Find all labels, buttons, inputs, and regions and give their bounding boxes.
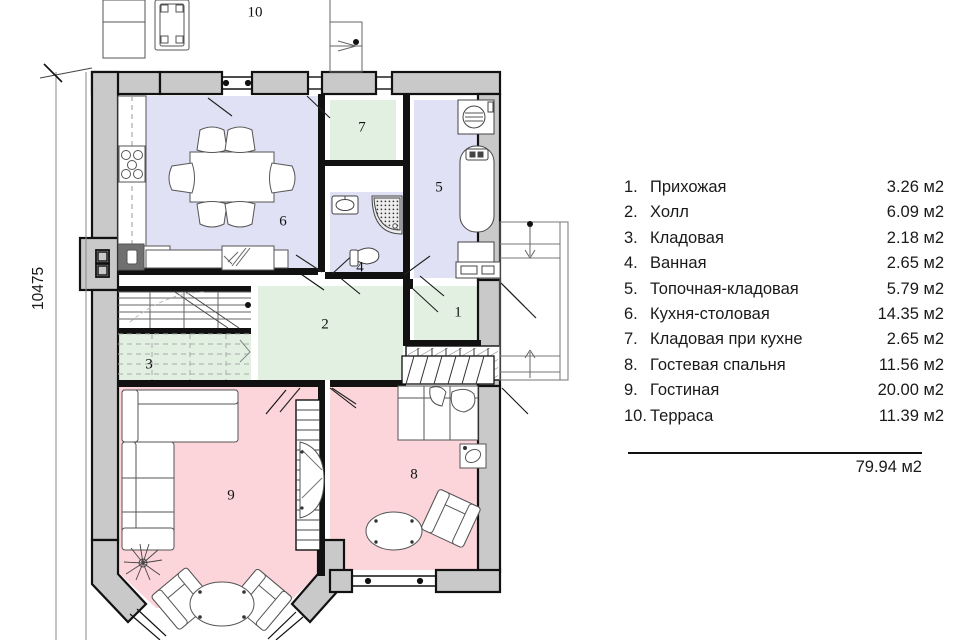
legend-room-name: Кладовая xyxy=(650,228,724,247)
legend-row: 8. Гостевая спальня 11.56 м2 xyxy=(624,356,944,381)
entry-porch-steps xyxy=(499,221,569,381)
overall-dimension-label: 10475 xyxy=(30,266,47,310)
bedroom-furniture xyxy=(365,355,495,551)
legend-row: 5. Топочная-кладовая 5.79 м2 xyxy=(624,280,944,305)
kitchen-furniture xyxy=(117,95,296,271)
floor-plan-svg xyxy=(39,0,569,640)
living-room-furniture xyxy=(121,389,325,631)
legend-row: 10. Терраса 11.39 м2 xyxy=(624,407,944,432)
legend-room-area: 6.09 м2 xyxy=(886,203,944,222)
terrace-furniture xyxy=(102,0,363,73)
legend-room-area: 2.65 м2 xyxy=(886,254,944,273)
legend-number: 9. xyxy=(624,381,638,400)
legend-room-name: Топочная-кладовая xyxy=(650,279,799,298)
dimension-line-left xyxy=(39,63,93,640)
boiler-room-fixtures xyxy=(455,99,501,279)
legend-room-name: Ванная xyxy=(650,254,707,273)
legend-number: 7. xyxy=(624,330,638,349)
legend-number: 3. xyxy=(624,228,638,247)
legend-number: 4. xyxy=(624,254,638,273)
walls xyxy=(78,70,502,624)
legend-divider xyxy=(628,452,922,454)
legend-number: 10. xyxy=(624,406,647,425)
legend-room-name: Кухня-столовая xyxy=(650,304,770,323)
legend-row: 7. Кладовая при кухне 2.65 м2 xyxy=(624,330,944,355)
legend-room-area: 3.26 м2 xyxy=(886,178,944,196)
legend-room-name: Терраса xyxy=(650,406,714,425)
legend-number: 6. xyxy=(624,304,638,323)
leader-lines xyxy=(265,271,529,415)
legend-row: 1. Прихожая 3.26 м2 xyxy=(624,178,944,203)
legend-row: 3. Кладовая 2.18 м2 xyxy=(624,229,944,254)
legend-room-area: 2.18 м2 xyxy=(886,228,944,247)
legend-room-name: Прихожая xyxy=(650,178,727,196)
legend-room-area: 14.35 м2 xyxy=(877,304,944,323)
window-openings xyxy=(95,76,436,640)
legend-room-area: 20.00 м2 xyxy=(877,381,944,400)
legend-room-name: Гостиная xyxy=(650,381,720,400)
legend-row: 6. Кухня-столовая 14.35 м2 xyxy=(624,305,944,330)
legend-row: 2. Холл 6.09 м2 xyxy=(624,203,944,228)
legend-room-name: Кладовая при кухне xyxy=(650,330,803,349)
legend-number: 2. xyxy=(624,203,638,222)
legend-number: 5. xyxy=(624,279,638,298)
legend-number: 1. xyxy=(624,178,638,196)
bathroom-fixtures xyxy=(331,195,403,267)
legend-room-area: 5.79 м2 xyxy=(886,279,944,298)
staircase xyxy=(118,291,251,380)
legend-row: 9. Гостиная 20.00 м2 xyxy=(624,381,944,406)
legend-room-area: 11.39 м2 xyxy=(878,406,944,425)
legend-room-area: 11.56 м2 xyxy=(878,355,944,374)
legend-room-name: Холл xyxy=(650,203,689,222)
room-legend: 1. Прихожая 3.26 м2 2. Холл 6.09 м2 3. К… xyxy=(624,178,944,432)
legend-number: 8. xyxy=(624,355,638,374)
legend-room-area: 2.65 м2 xyxy=(886,330,944,349)
floor-plan-drawing: 1 2 3 4 5 6 7 8 9 10 10475 xyxy=(30,0,569,640)
legend-room-name: Гостевая спальня xyxy=(650,355,786,374)
legend-row: 4. Ванная 2.65 м2 xyxy=(624,254,944,279)
legend-total-area: 79.94 м2 xyxy=(855,458,922,476)
